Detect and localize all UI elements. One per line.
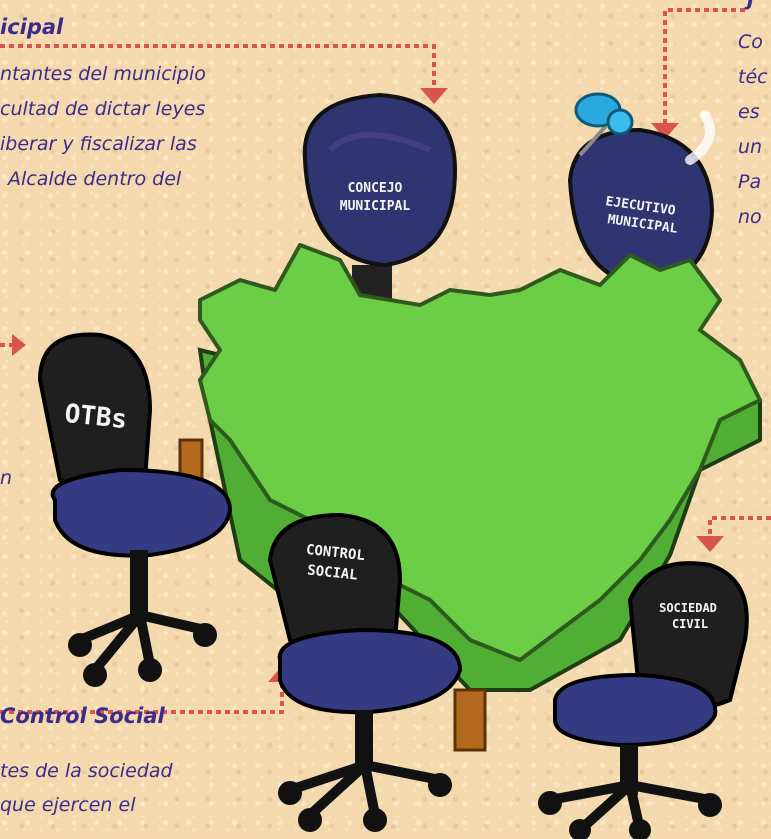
ejecutivo-heading-fragment: j: [747, 0, 754, 10]
chair-label-sociedad-1: SOCIEDAD: [659, 601, 717, 615]
arrowhead-ejecutivo: [651, 123, 679, 139]
concejo-line-4: Alcalde dentro del: [8, 168, 182, 190]
connector-concejo: [0, 44, 436, 90]
concejo-line-1: ntantes del municipio: [0, 63, 206, 85]
ejecutivo-line-2: téc: [738, 66, 768, 88]
connector-ejecutivo: [663, 8, 745, 125]
chair-label-control-1: CONTROL: [305, 542, 365, 564]
chair-sociedad: [538, 561, 749, 839]
ejecutivo-line-4: un: [738, 136, 763, 158]
concejo-heading: icipal: [0, 15, 64, 39]
chair-label-concejo-2: MUNICIPAL: [340, 199, 411, 214]
arrowhead-concejo: [420, 88, 448, 104]
chair-label-otbs: OTBs: [63, 399, 128, 435]
control-social-heading: Control Social: [0, 704, 165, 728]
chair-control: [267, 512, 463, 832]
arrowhead-otbs: [12, 334, 26, 356]
chair-label-control-2: SOCIAL: [306, 562, 358, 583]
map-table: [178, 243, 762, 752]
concejo-line-3: iberar y fiscalizar las: [0, 133, 197, 155]
push-pin-icon: [574, 92, 715, 165]
ejecutivo-line-6: no: [738, 206, 762, 228]
chair-label-sociedad-2: CIVIL: [672, 617, 708, 631]
chair-label-concejo-1: CONCEJO: [348, 181, 403, 196]
control-social-line-1: tes de la sociedad: [0, 760, 173, 782]
otbs-text-fragment: n: [0, 467, 13, 489]
ejecutivo-line-3: es: [738, 101, 760, 123]
connector-control: [0, 680, 284, 714]
concejo-line-2: cultad de dictar leyes: [0, 98, 206, 120]
ejecutivo-line-1: Co: [738, 31, 763, 53]
chair-otbs: [37, 332, 233, 687]
connector-sociedad: [708, 516, 771, 538]
control-social-line-2: que ejercen el: [0, 794, 136, 816]
arrowhead-sociedad: [696, 536, 724, 552]
ejecutivo-line-5: Pa: [738, 171, 762, 193]
